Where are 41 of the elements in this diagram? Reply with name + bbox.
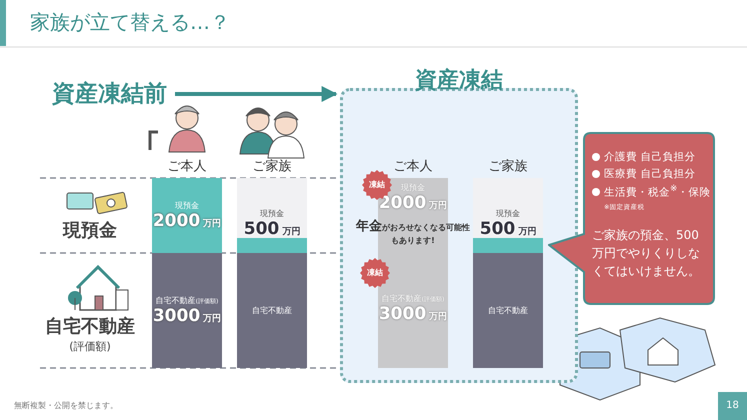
asset-bar-segment bbox=[237, 253, 307, 368]
amount-value: 2000 bbox=[378, 193, 426, 213]
amount-unit: 万円 bbox=[203, 312, 222, 325]
stage-heading: 資産凍結前 bbox=[52, 81, 167, 107]
column-header: ご本人 bbox=[392, 158, 434, 175]
warning-note: 年金がおろせなくなる可能性もあります! bbox=[356, 220, 470, 247]
panel-heading: 資産凍結 bbox=[414, 67, 504, 95]
amount-value: 500 bbox=[244, 219, 280, 239]
row-label: 現預金 bbox=[62, 219, 118, 242]
asset-bar-segment bbox=[152, 178, 222, 253]
badge-label: 凍結 bbox=[366, 267, 384, 278]
callout-text: ご家族の預金、500万円でやりくりしなくてはいけません。 bbox=[592, 226, 701, 280]
amount-label: 現預金 bbox=[260, 208, 284, 219]
amount-unit: 万円 bbox=[203, 218, 222, 230]
copyright-notice: 無断複製・公開を禁じます。 bbox=[14, 400, 119, 411]
amount-label: 自宅不動産 bbox=[252, 305, 292, 316]
asset-bar-segment bbox=[152, 253, 222, 368]
amount-label: 現預金 bbox=[496, 208, 520, 219]
amount-label: 自宅不動産 bbox=[156, 295, 196, 306]
asset-bar-segment bbox=[237, 178, 307, 253]
cost-item: 生活費・税金$^{※}$・保険 bbox=[604, 184, 710, 200]
column-header: ご家族 bbox=[488, 158, 528, 175]
amount-value: 2000 bbox=[152, 211, 200, 231]
amount-label: 現預金 bbox=[175, 200, 199, 211]
asset-bar-segment bbox=[473, 178, 543, 253]
cost-item: 医療費 自己負担分 bbox=[604, 167, 696, 181]
amount-label: 自宅不動産 bbox=[488, 305, 528, 316]
amount-unit: 万円 bbox=[518, 226, 536, 238]
asset-bar-segment bbox=[473, 253, 543, 368]
slide-title: 家族が立て替える…？ bbox=[30, 9, 230, 36]
amount-unit: 万円 bbox=[282, 226, 300, 238]
cost-item: 介護費 自己負担分 bbox=[604, 150, 696, 164]
arrow bbox=[175, 86, 338, 102]
row-sublabel: (評価額) bbox=[68, 339, 112, 354]
badge-label: 凍結 bbox=[368, 179, 386, 190]
column-header: ご本人 bbox=[166, 158, 208, 175]
page-number: 18 bbox=[718, 392, 747, 420]
amount-value: 500 bbox=[480, 219, 516, 239]
amount-value: 3000 bbox=[152, 306, 200, 326]
column-header: ご家族 bbox=[252, 158, 292, 175]
row-label: 自宅不動産 bbox=[44, 315, 136, 338]
